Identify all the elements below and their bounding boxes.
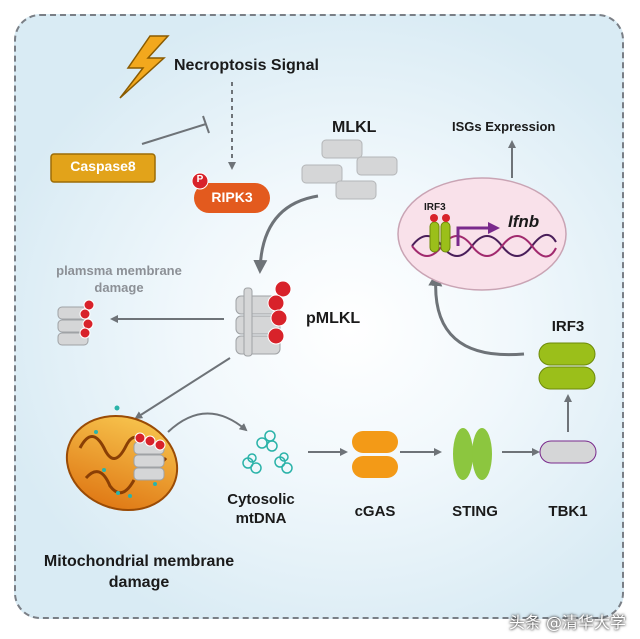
- mtdna-label: Cytosolic mtDNA: [216, 490, 306, 528]
- mito-damage-label: Mitochondrial membrane damage: [24, 551, 254, 593]
- arrow-mlkl-to-pmlkl: [253, 194, 319, 274]
- tbk1-shape: [539, 440, 597, 464]
- pmlkl-label: pMLKL: [306, 310, 361, 327]
- mlkl-monomers: [301, 139, 398, 200]
- mitochondrion: [65, 405, 179, 512]
- irf3-label: IRF3: [551, 318, 585, 335]
- caspase8-label: Caspase8: [70, 158, 136, 174]
- necroptosis-signal-label: Necroptosis Signal: [174, 57, 319, 74]
- ifnb-label: Ifnb: [508, 212, 540, 231]
- tbk1-label: TBK1: [548, 503, 588, 520]
- arrow-to-mito: [134, 357, 231, 420]
- plasma-damage-line2: damage: [94, 280, 144, 295]
- phospho-badge: [191, 172, 209, 190]
- ripk3-pill: [194, 183, 270, 213]
- isgs-label: ISGs Expression: [452, 119, 556, 134]
- sting-shape: [453, 428, 492, 480]
- plasma-oligomer: [57, 299, 95, 346]
- phospho-label: P: [196, 174, 204, 185]
- plasma-damage-label: plamsma membrane damage: [34, 262, 204, 296]
- inhibition-edge: [141, 115, 210, 145]
- cgas-shape: [352, 431, 398, 478]
- ripk3-label: RIPK3: [211, 189, 253, 205]
- irf3-dimer: [538, 342, 596, 390]
- nucleus: [397, 177, 567, 291]
- arrow-irf3-to-nucleus: [428, 272, 525, 357]
- pmlkl-oligomer: [235, 280, 292, 357]
- plasma-damage-line1: plamsma membrane: [56, 263, 182, 278]
- arrow-to-mtdna: [167, 412, 248, 433]
- irf3-bound: [429, 214, 451, 253]
- mito-damage-line1: Mitochondrial membrane: [43, 553, 235, 570]
- lightning-icon: [119, 35, 170, 99]
- irf3-small-label: IRF3: [424, 202, 446, 213]
- sting-label: STING: [452, 503, 498, 520]
- mlkl-label: MLKL: [332, 119, 377, 136]
- mtdna-line2: mtDNA: [235, 510, 287, 527]
- caspase8-box: [50, 153, 156, 183]
- mtdna-coils: [242, 430, 293, 474]
- cgas-label: cGAS: [354, 503, 396, 520]
- mtdna-line1: Cytosolic: [227, 491, 295, 508]
- mito-damage-line2: damage: [108, 574, 170, 591]
- transcription-arrow: [456, 222, 500, 246]
- watermark: 头条 @清华大学: [508, 613, 626, 632]
